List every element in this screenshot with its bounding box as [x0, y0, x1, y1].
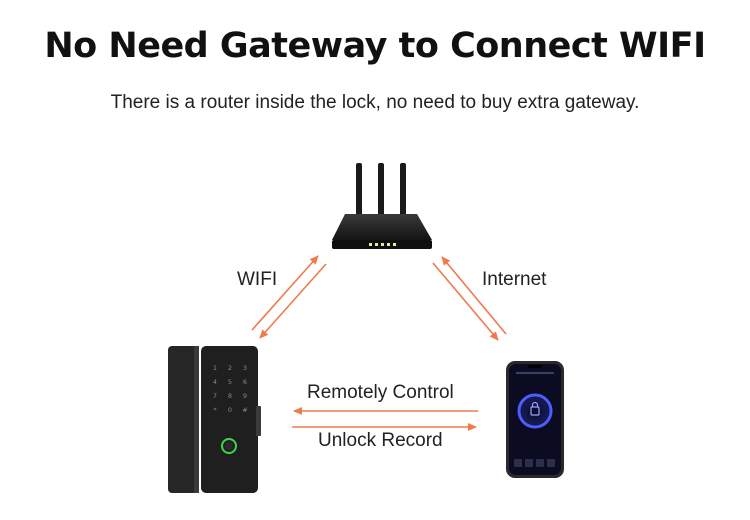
- svg-text:*: *: [213, 406, 217, 414]
- internet-arrows: [432, 256, 507, 341]
- svg-text:4: 4: [213, 378, 217, 386]
- wifi-arrows: [251, 255, 327, 339]
- svg-text:3: 3: [243, 364, 247, 372]
- page-title: No Need Gateway to Connect WIFI: [44, 26, 706, 66]
- svg-text:8: 8: [228, 392, 232, 400]
- router-icon: [332, 163, 432, 249]
- svg-text:5: 5: [228, 378, 232, 386]
- svg-text:9: 9: [243, 392, 247, 400]
- svg-text:1: 1: [213, 364, 217, 372]
- svg-text:7: 7: [213, 392, 217, 400]
- svg-text:#: #: [242, 406, 247, 414]
- svg-text:0: 0: [228, 406, 232, 414]
- wifi-label: WIFI: [237, 269, 278, 290]
- svg-text:2: 2: [228, 364, 232, 372]
- smart-lock-icon: 1 2 3 4 5 6 7 8 9 * 0 #: [168, 346, 261, 493]
- page-subtitle: There is a router inside the lock, no ne…: [110, 92, 640, 113]
- control-arrows: [292, 407, 478, 431]
- internet-label: Internet: [482, 269, 547, 290]
- svg-text:6: 6: [243, 378, 247, 386]
- remote-control-label: Remotely Control: [307, 382, 454, 403]
- smartphone-icon: [506, 361, 564, 478]
- unlock-record-label: Unlock Record: [318, 430, 443, 451]
